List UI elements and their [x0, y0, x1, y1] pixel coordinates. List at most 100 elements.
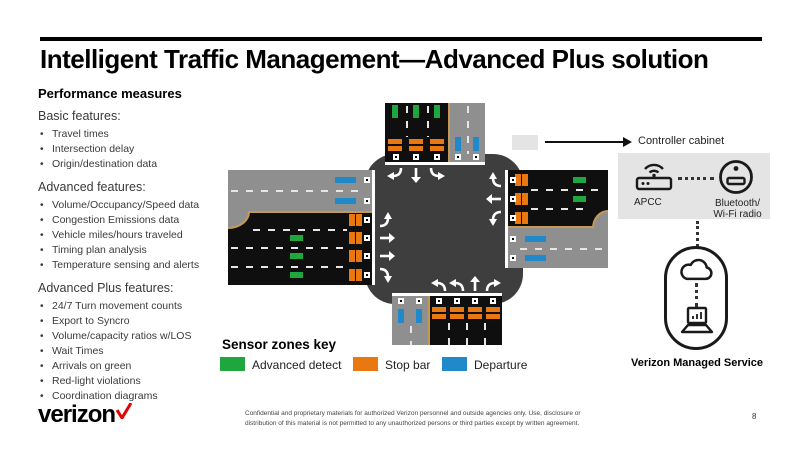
list-item: Temperature sensing and alerts [38, 258, 238, 273]
section-label-basic: Basic features: [38, 109, 121, 123]
detector-icon [364, 177, 370, 183]
list-item: Congestion Emissions data [38, 213, 238, 228]
sensor-zone-green [434, 105, 440, 118]
lane-line [467, 106, 469, 154]
sensor-zone-orange [515, 174, 528, 186]
detector-icon [472, 298, 478, 304]
lane-line [466, 323, 468, 345]
section-label-advanced-plus: Advanced Plus features: [38, 281, 174, 295]
sensor-zone-blue [398, 309, 404, 323]
detector-icon [510, 255, 516, 261]
list-item: Timing plan analysis [38, 243, 238, 258]
section-label-advanced: Advanced features: [38, 180, 146, 194]
sensor-zone-blue [525, 236, 546, 242]
lane-line [410, 326, 412, 345]
sensor-zone-blue [335, 198, 356, 204]
detector-icon [398, 298, 404, 304]
detector-icon [490, 298, 496, 304]
list-item: Vehicle miles/hours traveled [38, 228, 238, 243]
lane-arrow-left-turn [431, 279, 447, 292]
lane-line [448, 323, 450, 345]
list-item: Intersection delay [38, 142, 238, 157]
lane-line [531, 208, 589, 210]
lane-line [406, 106, 408, 137]
center-line [505, 226, 595, 228]
sensor-zone-orange [515, 212, 528, 224]
detector-icon [454, 298, 460, 304]
sensor-zone-green [573, 177, 586, 183]
radio-label: Bluetooth/ Wi-Fi radio [700, 198, 775, 220]
lane-arrow-right-turn [379, 267, 392, 283]
lane-arrow-straight [470, 276, 480, 291]
center-line [248, 211, 372, 213]
confidential-line2: distribution of this material is not per… [245, 420, 580, 428]
list-item: Red-light violations [38, 374, 238, 389]
sensor-zone-blue [416, 309, 422, 323]
sensor-zone-orange [486, 307, 500, 319]
page-title: Intelligent Traffic Management—Advanced … [40, 44, 709, 74]
stop-line [372, 170, 375, 285]
controller-cabinet-label: Controller cabinet [638, 135, 725, 147]
connector-arrow [545, 141, 623, 143]
detector-icon [510, 215, 516, 221]
radio-icon [719, 160, 753, 194]
list-item: 24/7 Turn movement counts [38, 299, 238, 314]
sensor-zone-green [392, 105, 398, 118]
sensor-zone-blue [455, 137, 461, 151]
detector-icon [455, 154, 461, 160]
list-item: Travel times [38, 127, 238, 142]
dotted-connector [678, 177, 714, 180]
center-line [428, 296, 430, 345]
laptop-icon [680, 306, 714, 334]
detector-icon [416, 298, 422, 304]
sidebar-heading: Performance measures [38, 86, 182, 101]
lane-line [531, 189, 605, 191]
intersection-diagram [225, 86, 610, 348]
confidential-line1: Confidential and proprietary materials f… [245, 410, 581, 417]
sensor-zone-green [290, 272, 303, 278]
sensor-zone-orange [349, 214, 362, 226]
detector-icon [364, 198, 370, 204]
lane-arrow-straight [380, 251, 395, 261]
detector-icon [510, 236, 516, 242]
detector-icon [413, 154, 419, 160]
list-item: Export to Syncro [38, 314, 238, 329]
detector-icon [510, 196, 516, 202]
radio-label-line1: Bluetooth/ [714, 198, 761, 209]
list-item: Wait Times [38, 344, 238, 359]
page-number: 8 [752, 412, 757, 421]
sensor-zone-orange [430, 139, 444, 151]
lane-line [231, 247, 347, 249]
lane-line [484, 323, 486, 345]
sensor-zone-blue [335, 177, 356, 183]
lane-arrow-straight [380, 233, 395, 243]
sensor-zone-blue [473, 137, 479, 151]
performance-measures-panel: Performance measures Basic features: Tra… [38, 86, 238, 404]
title-rule [40, 37, 762, 41]
arrowhead-icon [623, 137, 632, 147]
apcc-label: APCC [634, 197, 662, 208]
lane-line [231, 266, 347, 268]
list-item: Volume/capacity ratios w/LOS [38, 329, 238, 344]
list-item: Volume/Occupancy/Speed data [38, 198, 238, 213]
apcc-router-icon [635, 163, 673, 191]
detector-icon [510, 177, 516, 183]
lane-line [253, 229, 347, 231]
lane-arrow-right-turn [485, 279, 501, 292]
cloud-icon [680, 258, 713, 281]
sensor-zone-orange [468, 307, 482, 319]
lane-arrow-right-turn [489, 172, 502, 188]
lane-arrow-right-turn [429, 167, 445, 180]
list-item: Origin/destination data [38, 157, 238, 172]
lane-taper [592, 210, 608, 228]
sensor-zone-green [290, 253, 303, 259]
lane-arrow-left-turn [489, 210, 502, 226]
detector-icon [364, 217, 370, 223]
stop-line [505, 170, 508, 268]
lane-arrow-left-turn [379, 212, 392, 228]
lane-arrow-left-turn [449, 279, 465, 292]
sensor-zone-blue [525, 255, 546, 261]
lane-line [427, 106, 429, 137]
detector-icon [436, 298, 442, 304]
lane-arrow-straight [486, 194, 501, 204]
